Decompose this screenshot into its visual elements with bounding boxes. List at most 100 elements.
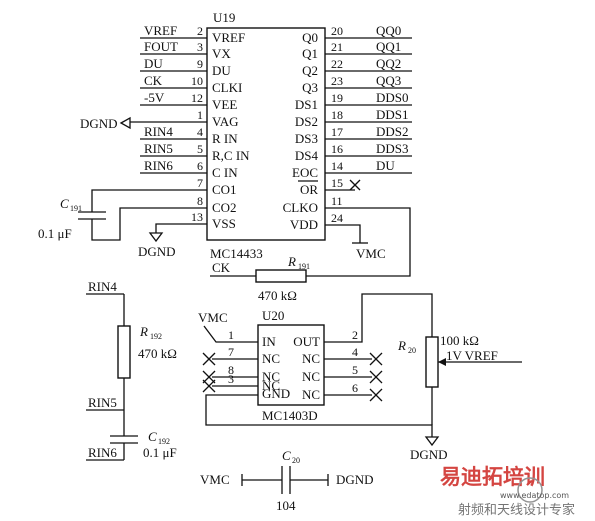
pin-name: Q3: [302, 80, 318, 95]
pin-name: DS4: [295, 148, 319, 163]
r20-ref-letter: R: [397, 338, 406, 353]
net-label-ck: CK: [212, 260, 231, 275]
c20-ref-letter: C: [282, 448, 291, 463]
pin-number: 19: [331, 91, 343, 105]
pin-name: CLKO: [283, 200, 318, 215]
u20-gnd-wire: [205, 394, 433, 437]
pin-name: IN: [262, 334, 276, 349]
pin-number: 7: [197, 176, 203, 190]
c20-capacitor: VMC DGND C 20 104: [200, 448, 374, 513]
ground-arrow-icon: [148, 232, 164, 243]
pin-name: C IN: [212, 165, 238, 180]
pin-number: 3: [197, 40, 203, 54]
c20-ref-sub: 20: [292, 456, 300, 465]
pin-name: VAG: [212, 114, 239, 129]
pin-number: 13: [191, 210, 203, 224]
pin-number: 17: [331, 125, 343, 139]
net-label: RIN5: [144, 141, 173, 156]
r192-ref-sub: 192: [150, 332, 162, 341]
u20-vin-wire: [203, 325, 258, 343]
pin-name: DS3: [295, 131, 318, 146]
pin-number: 16: [331, 142, 343, 156]
vss-ground: DGND: [138, 223, 207, 259]
pin-name: DS1: [295, 97, 318, 112]
net-label: VREF: [144, 23, 177, 38]
pin-name: Q2: [302, 63, 318, 78]
pin-number: 1: [197, 108, 203, 122]
pin-name: VREF: [212, 30, 245, 45]
u20-gnd-name: GND: [262, 386, 290, 401]
c191-ref-sub: 191: [70, 204, 82, 213]
pin-name: NC: [262, 351, 280, 366]
net-label: QQ3: [376, 73, 401, 88]
pin-name: OR: [300, 182, 318, 197]
pin-name: NC: [262, 369, 280, 384]
net-label-dgnd-c20: DGND: [336, 472, 374, 487]
watermark-line2: 射频和天线设计专家: [458, 502, 575, 518]
r20-potentiometer: 100 kΩ R 20 1V VREF DGND: [397, 333, 522, 462]
net-label: DU: [144, 56, 163, 71]
pin-number: 4: [197, 125, 203, 139]
r20-value: 100 kΩ: [440, 333, 479, 348]
net-label: DDS3: [376, 141, 409, 156]
net-label: DU: [376, 158, 395, 173]
u19-ic: U19 MC14433: [206, 10, 326, 261]
pin-number: 2: [197, 24, 203, 38]
net-label-rin6: RIN6: [88, 445, 117, 460]
pin-number: 14: [331, 159, 343, 173]
vag-dgnd-ground: DGND: [80, 116, 131, 131]
net-label: QQ1: [376, 39, 401, 54]
r191-value: 470 kΩ: [258, 288, 297, 303]
pin-number: 10: [191, 74, 203, 88]
net-label: FOUT: [144, 39, 178, 54]
watermark-line1: 易迪拓培训: [440, 465, 545, 489]
net-label: -5V: [144, 90, 165, 105]
watermark-tag: www.edatop.com: [500, 491, 569, 500]
c191-ref-letter: C: [60, 196, 69, 211]
pin-number: 7: [228, 345, 234, 359]
pin-number: 6: [352, 381, 358, 395]
net-label-rin5: RIN5: [88, 395, 117, 410]
pin-name: OUT: [293, 334, 320, 349]
u20-body: [257, 324, 325, 406]
pin-number: 6: [197, 159, 203, 173]
pin-name: VDD: [290, 217, 318, 232]
pin-number: 18: [331, 108, 343, 122]
c192-ref-letter: C: [148, 429, 157, 444]
pin-number: 21: [331, 40, 343, 54]
pin-number: 22: [331, 57, 343, 71]
net-label-dgnd-r20: DGND: [410, 447, 448, 462]
c192-value: 0.1 μF: [143, 445, 177, 460]
net-label: QQ0: [376, 23, 401, 38]
c191-value: 0.1 μF: [38, 226, 72, 241]
net-label-rin4: RIN4: [88, 279, 117, 294]
pin-number: 8: [228, 363, 234, 377]
u20-out-wire: [324, 293, 433, 343]
net-label: DDS2: [376, 124, 409, 139]
r191-ref-sub: 191: [298, 262, 310, 271]
u19-part: MC14433: [210, 246, 263, 261]
net-label: CK: [144, 73, 163, 88]
pin-number: 15: [331, 176, 343, 190]
pin-name: Q0: [302, 30, 318, 45]
net-label: QQ2: [376, 56, 401, 71]
vdd-vmc: VMC: [325, 224, 386, 261]
pin-name: CO1: [212, 182, 237, 197]
net-label: RIN4: [144, 124, 173, 139]
dgnd-arrow-icon: [119, 116, 131, 130]
u20-part: MC1403D: [262, 408, 318, 423]
or-no-connect: [349, 179, 361, 191]
u20-ic: U20 MC1403D VMC GND: [198, 308, 325, 423]
r192-value: 470 kΩ: [138, 346, 177, 361]
u19-body: [206, 27, 326, 241]
pin-name: VSS: [212, 216, 236, 231]
watermark: 易迪拓培训 www.edatop.com 射频和天线设计专家: [440, 465, 575, 518]
net-label-vmc-c20: VMC: [200, 472, 230, 487]
net-label-vmc-u20: VMC: [198, 310, 228, 325]
pin-name: CO2: [212, 200, 237, 215]
r191-ref-letter: R: [287, 254, 296, 269]
